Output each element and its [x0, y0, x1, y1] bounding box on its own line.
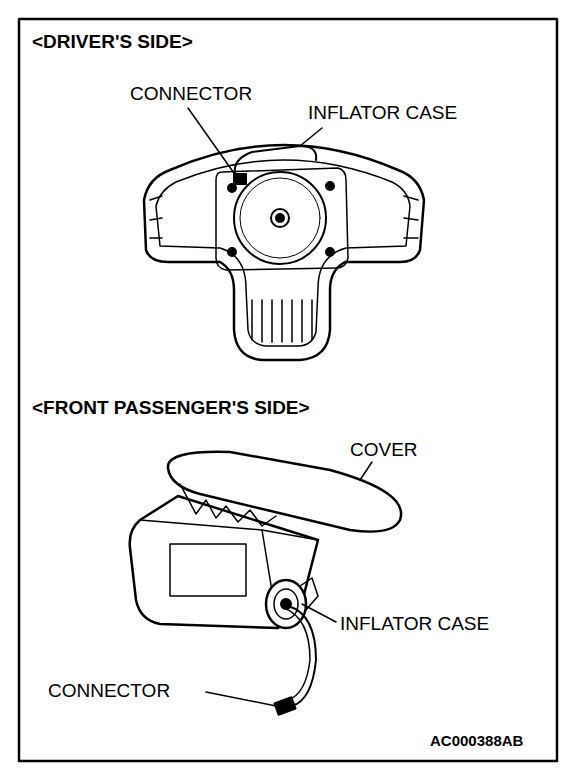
- part-name: COVER: [350, 440, 418, 461]
- leader-line: [206, 692, 276, 706]
- leader-line: [360, 462, 372, 480]
- part-name: CONNECTOR: [48, 681, 170, 702]
- figure-code: AC000388AB: [430, 733, 523, 750]
- driver-airbag-module: [144, 145, 424, 360]
- frame: [19, 19, 557, 761]
- leader-line: [300, 128, 322, 146]
- leader-line: [188, 108, 236, 176]
- view-heading: <FRONT PASSENGER'S SIDE>: [32, 398, 310, 419]
- part-name: INFLATOR CASE: [308, 103, 457, 124]
- part-name: CONNECTOR: [130, 84, 252, 105]
- passenger-airbag-module: [130, 452, 401, 715]
- leader-line: [302, 604, 336, 622]
- part-name: INFLATOR CASE: [340, 614, 489, 635]
- view-heading: <DRIVER'S SIDE>: [32, 32, 193, 53]
